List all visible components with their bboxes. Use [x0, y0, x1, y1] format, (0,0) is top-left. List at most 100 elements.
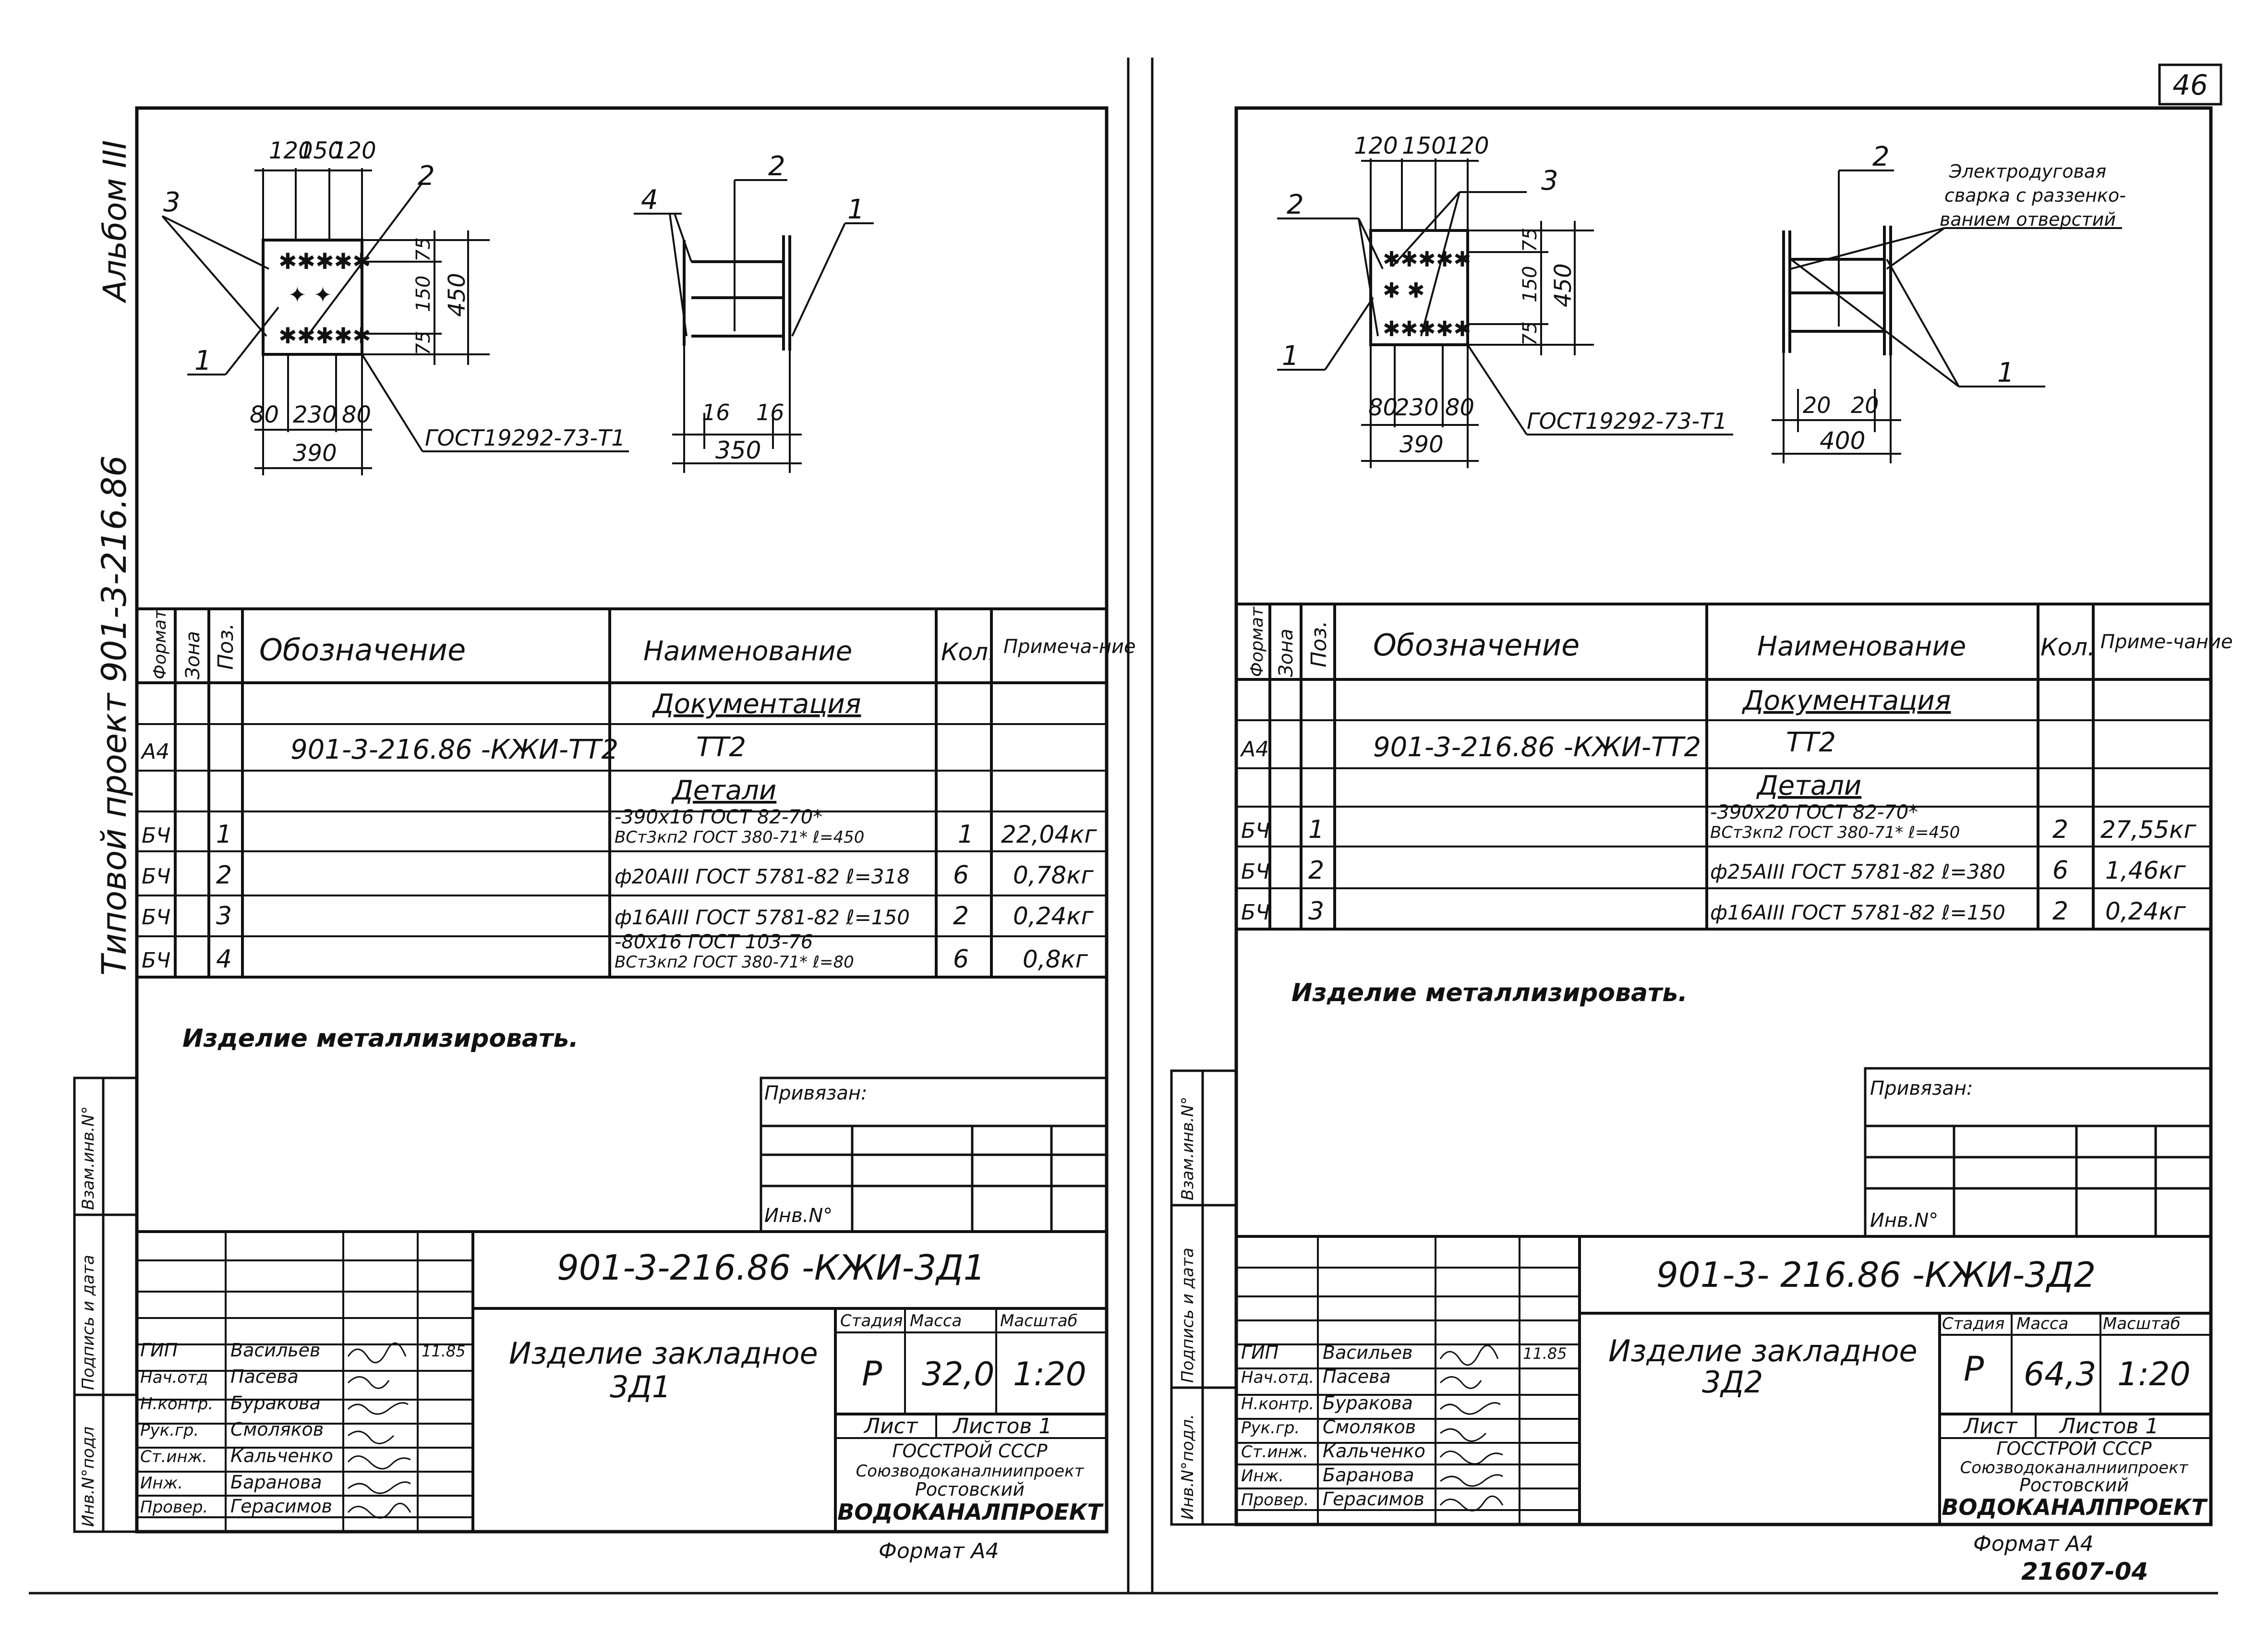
svg-text:Документация: Документация: [1741, 685, 1951, 716]
plate-side-view: 16 16 350 4 1 2: [634, 151, 874, 473]
svg-text:2: 2: [2052, 815, 2068, 844]
svg-text:2: 2: [1872, 141, 1890, 172]
svg-text:ВСт3кп2 ГОСТ 380-71* ℓ=80: ВСт3кп2 ГОСТ 380-71* ℓ=80: [615, 953, 854, 972]
svg-text:Н.контр.: Н.контр.: [140, 1394, 213, 1414]
svg-text:0,24кг: 0,24кг: [1013, 902, 1094, 930]
bound-block: Привязан: Инв.N°: [760, 1077, 1108, 1233]
svg-text:Кальченко: Кальченко: [1323, 1440, 1425, 1462]
svg-text:ГИП: ГИП: [140, 1340, 178, 1361]
svg-text:БЧ: БЧ: [1241, 819, 1270, 843]
svg-text:1:20: 1:20: [1013, 1355, 1086, 1393]
signature-list: ГИП Васильев 11.85 Нач.отд. Пасева Н.кон…: [1241, 1342, 1567, 1510]
svg-text:-80х16 ГОСТ 103-76: -80х16 ГОСТ 103-76: [615, 931, 813, 953]
svg-text:Привязан:: Привязан:: [764, 1082, 868, 1104]
svg-text:Инв.N°подл: Инв.N°подл: [79, 1427, 98, 1527]
svg-text:Подпись и дата: Подпись и дата: [79, 1255, 98, 1390]
svg-text:ф25АIII ГОСТ 5781-82 ℓ=380: ф25АIII ГОСТ 5781-82 ℓ=380: [1710, 860, 2005, 883]
svg-text:Ст.инж.: Ст.инж.: [1241, 1442, 1308, 1462]
svg-text:2: 2: [216, 861, 232, 890]
table-row: БЧ 1 -390х20 ГОСТ 82-70* ВСт3кп2 ГОСТ 38…: [1241, 801, 2196, 844]
svg-text:А4: А4: [140, 739, 169, 764]
svg-text:Лист: Лист: [863, 1414, 918, 1439]
plate-outline: [262, 239, 363, 356]
svg-text:Документация: Документация: [651, 689, 861, 720]
svg-text:Провер.: Провер.: [140, 1498, 208, 1517]
svg-text:4: 4: [641, 184, 658, 216]
svg-text:6: 6: [953, 945, 969, 974]
svg-text:Взам.инв.N°: Взам.инв.N°: [79, 1106, 98, 1210]
svg-text:Герасимов: Герасимов: [1323, 1488, 1424, 1510]
svg-text:1: 1: [1308, 815, 1324, 844]
svg-text:ГОСТ19292-73-Т1: ГОСТ19292-73-Т1: [425, 425, 625, 451]
svg-text:Пасева: Пасева: [1323, 1366, 1391, 1387]
format-label: Формат А4: [1973, 1532, 2094, 1556]
svg-text:✱✱✱✱✱: ✱✱✱✱✱: [1383, 317, 1471, 341]
svg-text:Смоляков: Смоляков: [230, 1419, 324, 1440]
svg-text:Инв.N°: Инв.N°: [764, 1205, 832, 1227]
signature-scribbles: [347, 1342, 411, 1519]
svg-text:Нач.отд: Нач.отд: [140, 1368, 208, 1387]
plate-side-view: 20 20 400 1 2 Электродуговая сварка с ра…: [1772, 141, 2126, 463]
svg-text:2: 2: [2052, 897, 2068, 926]
svg-text:Формат: Формат: [150, 609, 170, 679]
svg-text:Рук.гр.: Рук.гр.: [140, 1421, 199, 1440]
side-stamp: Взам.инв.N° Подпись и дата Инв.N°подл.: [1170, 1069, 1238, 1526]
svg-text:✱✱✱✱✱: ✱✱✱✱✱: [278, 323, 371, 349]
svg-text:Масса: Масса: [910, 1311, 962, 1331]
svg-text:20: 20: [1851, 392, 1879, 418]
title-block: 901-3- 216.86 -КЖИ-3Д2 Изделие закладное…: [1236, 1235, 2211, 1524]
svg-text:150: 150: [1519, 266, 1541, 302]
format-label: Формат А4: [879, 1539, 999, 1563]
svg-text:Масштаб: Масштаб: [1000, 1311, 1078, 1331]
svg-text:Формат: Формат: [1247, 606, 1267, 677]
svg-text:Кол.: Кол.: [941, 638, 996, 666]
title-name: Изделие закладное: [1608, 1333, 1918, 1368]
svg-text:ВОДОКАНАЛПРОЕКТ: ВОДОКАНАЛПРОЕКТ: [837, 1499, 1104, 1525]
svg-text:1: 1: [194, 345, 212, 376]
svg-text:Наименование: Наименование: [643, 636, 852, 667]
svg-text:80: 80: [1445, 394, 1474, 421]
svg-text:450: 450: [1550, 263, 1577, 307]
svg-text:Подпись и дата: Подпись и дата: [1178, 1247, 1197, 1383]
svg-text:Кальченко: Кальченко: [230, 1445, 333, 1466]
svg-text:БЧ: БЧ: [1241, 900, 1270, 925]
svg-text:64,3: 64,3: [2024, 1355, 2096, 1393]
svg-text:ГОССТРОЙ СССР: ГОССТРОЙ СССР: [1996, 1438, 2151, 1459]
svg-text:Герасимов: Герасимов: [230, 1496, 332, 1517]
right-sheet: ✱✱✱✱✱ ✱ ✱ ✱✱✱✱✱ 120: [1170, 106, 2233, 1585]
table-row: БЧ 1 -390х16 ГОСТ 82-70* ВСт3кп2 ГОСТ 38…: [142, 806, 1097, 849]
svg-text:4: 4: [216, 945, 232, 974]
svg-text:6: 6: [953, 861, 969, 890]
svg-text:80: 80: [342, 401, 371, 428]
svg-text:А4: А4: [1240, 737, 1269, 762]
svg-text:2: 2: [418, 160, 435, 192]
svg-text:Инж.: Инж.: [140, 1474, 183, 1493]
svg-text:6: 6: [2052, 856, 2068, 885]
svg-text:150: 150: [299, 137, 343, 164]
svg-text:БЧ: БЧ: [142, 905, 170, 930]
svg-text:Взам.инв.N°: Взам.инв.N°: [1178, 1097, 1197, 1200]
spec-table: Формат Зона Поз. Обозначение Наименовани…: [137, 607, 1136, 979]
svg-text:ТТ2: ТТ2: [696, 732, 746, 763]
svg-text:75: 75: [412, 237, 434, 262]
svg-text:400: 400: [1820, 427, 1865, 455]
svg-text:27,55кг: 27,55кг: [2100, 816, 2196, 844]
bottom-code: 21607-04: [2021, 1558, 2148, 1585]
svg-text:80: 80: [250, 401, 279, 428]
svg-text:Пасева: Пасева: [230, 1366, 299, 1387]
svg-text:Листов 1: Листов 1: [2059, 1414, 2159, 1439]
svg-text:120: 120: [1445, 133, 1489, 159]
plate-front-view: ✱✱✱✱✱ ✦ ✦ ✱✱✱✱✱: [161, 137, 629, 475]
page-number-box: [2158, 63, 2222, 106]
svg-text:Союзводоканалниипроект: Союзводоканалниипроект: [856, 1462, 1085, 1481]
svg-text:120: 120: [269, 137, 313, 164]
weld-note-line-1: Электродуговая: [1949, 161, 2106, 182]
svg-text:230: 230: [1395, 394, 1439, 421]
title-mark: 3Д1: [610, 1369, 671, 1404]
title-name: Изделие закладное: [509, 1336, 818, 1371]
svg-text:-390х16 ГОСТ 82-70*: -390х16 ГОСТ 82-70*: [615, 806, 822, 828]
title-code: 901-3-216.86 -КЖИ-3Д1: [557, 1247, 985, 1288]
svg-text:Буракова: Буракова: [230, 1392, 321, 1414]
svg-text:Кол.: Кол.: [2040, 633, 2095, 661]
svg-text:Детали: Детали: [1756, 770, 1861, 801]
